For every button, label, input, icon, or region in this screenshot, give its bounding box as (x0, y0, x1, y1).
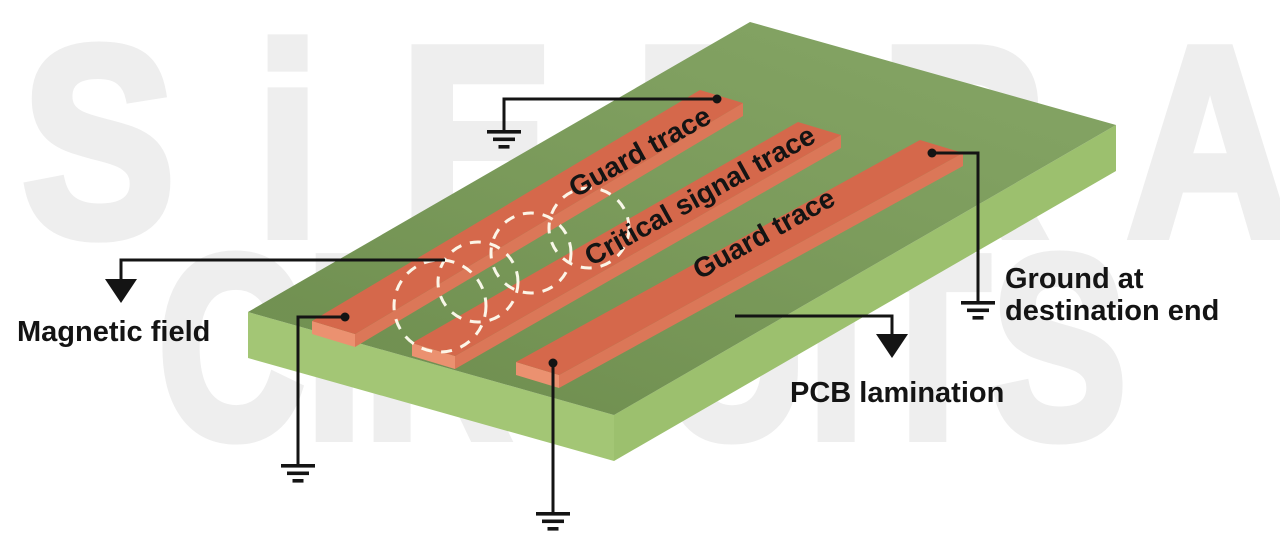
connection-dot (548, 358, 558, 368)
trace-end-face (516, 362, 559, 388)
magnetic-field-arrowhead-icon (105, 279, 137, 303)
board-side-face-right (614, 125, 1116, 461)
guard-bottom-source-ground-line (932, 151, 980, 301)
trace-top-face (516, 140, 963, 375)
board-side-face-left (248, 312, 614, 461)
magnetic-field-label: Magnetic field (17, 316, 211, 348)
guard-trace-bottom-bar (516, 140, 963, 388)
ground-symbol-left-icon (281, 464, 315, 483)
connection-dot (340, 312, 350, 322)
pcb-lamination-label: PCB lamination (790, 377, 1005, 409)
ground-symbol-top-icon (487, 130, 521, 149)
trace-top-face (412, 122, 841, 356)
connection-dots (340, 94, 937, 368)
ground-at-destination-line2: destination end (1005, 295, 1220, 327)
trace-end-face (312, 321, 355, 347)
ground-at-destination-line1: Ground at (1005, 263, 1144, 295)
ground-at-destination-label: Ground at destination end (1005, 263, 1219, 327)
magnetic-field-rings-icon (392, 186, 631, 354)
connection-dot (927, 148, 937, 158)
ground-symbol-bottom-icon (536, 512, 570, 531)
guard-top-source-ground-line (502, 97, 717, 130)
connection-dot (712, 94, 722, 104)
trace-side-face (455, 135, 841, 369)
ground-symbol-right-icon (961, 301, 995, 320)
pcb-lamination-pointer-line (735, 314, 894, 336)
connector-lines (119, 97, 980, 512)
magnetic-field-pointer-line (119, 258, 445, 281)
pcb-lamination-arrowhead-icon (876, 334, 908, 358)
trace-side-face (559, 153, 963, 388)
guard-top-dest-ground-line (296, 315, 345, 464)
